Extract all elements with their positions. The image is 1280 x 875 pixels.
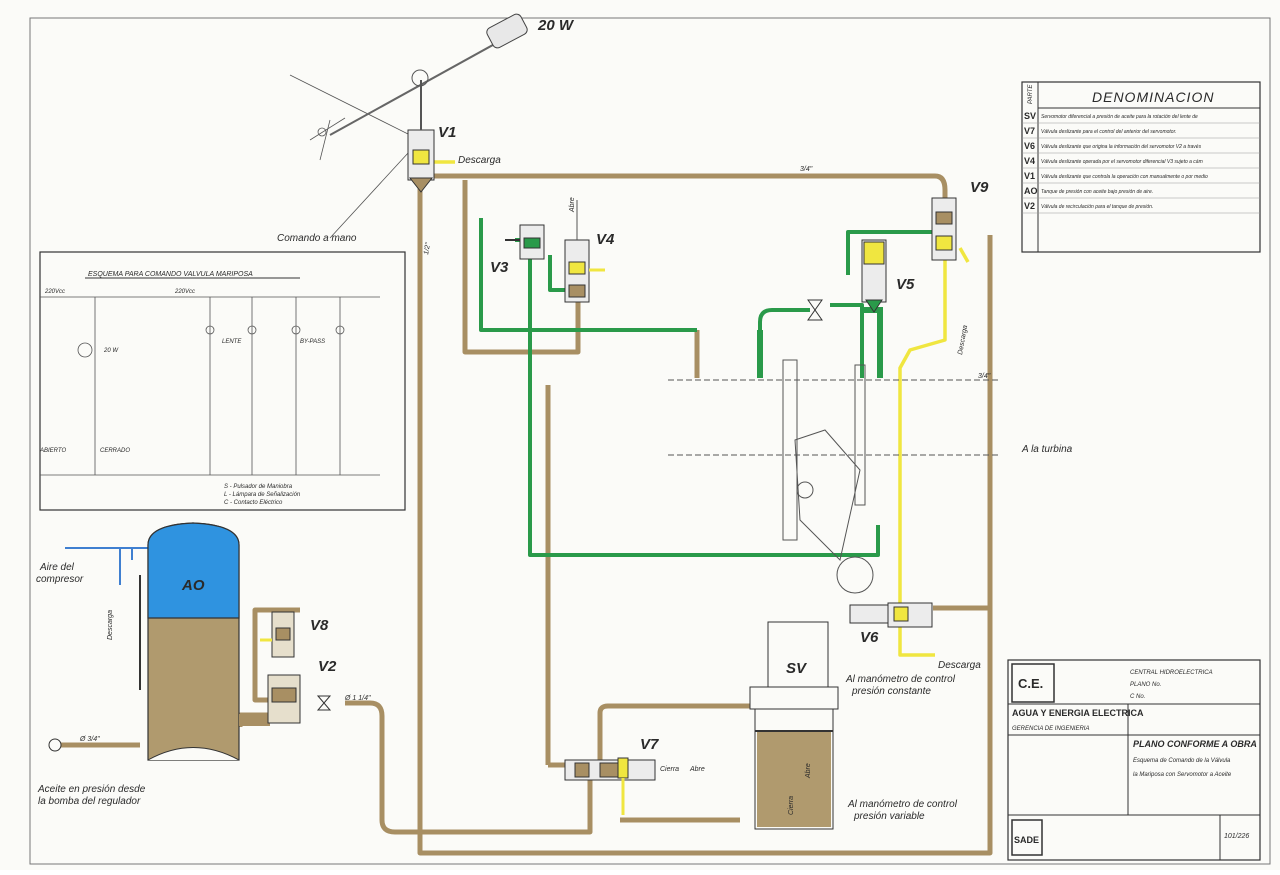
- ao-label: AO: [181, 577, 205, 594]
- manometro-variable-1: Al manómetro de control: [847, 799, 958, 810]
- electrical-box: [39, 251, 406, 511]
- legend-row-text: Válvula deslizante que origina la inform…: [1041, 144, 1202, 150]
- legend-row-code: V4: [1024, 156, 1035, 166]
- voltage-right: 220Vcc: [174, 289, 195, 295]
- manometro-constante-1: Al manómetro de control: [845, 674, 956, 685]
- legend-side-header: PARTE: [1028, 84, 1034, 104]
- valve-v8: [260, 611, 295, 658]
- cerrado-label: CERRADO: [100, 448, 130, 454]
- tb-c-no: C No.: [1130, 694, 1145, 700]
- v4-label: V4: [596, 231, 615, 248]
- ao-descarga-label: Descarga: [107, 610, 114, 640]
- abierto-label: ABIERTO: [39, 448, 66, 454]
- valve-v9: [931, 197, 957, 261]
- legend-row-text: Válvula deslizante operada por el servom…: [1041, 159, 1203, 165]
- valve-v4: [564, 200, 605, 303]
- legend-row-text: Válvula deslizante que controla la opera…: [1041, 174, 1208, 180]
- title-block-logo: C.E.: [1018, 676, 1043, 691]
- motor-small-label: 20 W: [103, 348, 119, 354]
- valve-v6: [849, 602, 933, 628]
- sheet-border: [29, 17, 1271, 865]
- air-line: [65, 547, 150, 585]
- aire-label-1: Aire del: [39, 562, 75, 573]
- legend-row-text: Válvula deslizante para el control del a…: [1041, 129, 1176, 135]
- v7-abre-label: Abre: [689, 766, 705, 773]
- v9-label: V9: [970, 179, 989, 196]
- hand-control-sketch: [289, 74, 421, 239]
- v8-label: V8: [310, 617, 329, 634]
- aire-label-2: compresor: [36, 574, 84, 585]
- elec-legend-2: L - Lámpara de Señalización: [224, 492, 301, 498]
- v1-descarga-label: Descarga: [458, 155, 501, 166]
- butterfly-valve: [668, 359, 1000, 594]
- v2-label: V2: [318, 658, 337, 675]
- v4-abre-label: Abre: [569, 197, 576, 213]
- aceite-label-2: la bomba del regulador: [38, 796, 141, 807]
- tb-drawing-number: 101/226: [1224, 833, 1249, 840]
- pipe-right-label: 3/4": [978, 373, 991, 380]
- legend-title: DENOMINACION: [1092, 89, 1214, 105]
- sv-cierra-label: Cierra: [788, 796, 795, 815]
- lente-label: LENTE: [222, 339, 242, 345]
- tb-company-2: GERENCIA DE INGENIERIA: [1012, 726, 1089, 732]
- title-block: [1007, 659, 1261, 861]
- legend-row-code: SV: [1024, 111, 1036, 121]
- elec-legend-1: S - Pulsador de Maniobra: [224, 484, 293, 490]
- yellow-pipes: [420, 160, 970, 657]
- v6-descarga-label: Descarga: [938, 660, 981, 671]
- tb-plano-no: PLANO No.: [1130, 682, 1161, 688]
- motor-power-label: 20 W: [537, 17, 575, 34]
- valve-v1: [407, 80, 435, 193]
- green-pipe-bold: [757, 307, 883, 378]
- elec-legend-3: C - Contacto Eléctrico: [224, 500, 283, 506]
- legend-row-code: AO: [1024, 186, 1038, 196]
- valve-v7: [564, 757, 656, 815]
- v9-descarga-label: Descarga: [957, 325, 969, 356]
- pipe-v2-label: Ø 1 1/4": [344, 695, 371, 702]
- sv-abre-label: Abre: [805, 763, 812, 779]
- pipe-top-label: 3/4": [800, 166, 813, 173]
- v5-label: V5: [896, 276, 915, 293]
- motor-20w: [329, 13, 528, 136]
- turbina-label: A la turbina: [1021, 444, 1073, 455]
- v1-label: V1: [438, 124, 456, 141]
- manometro-variable-2: presión variable: [853, 811, 925, 822]
- tb-company-1: AGUA Y ENERGIA ELECTRICA: [1012, 708, 1144, 718]
- electrical-title: ESQUEMA PARA COMANDO VALVULA MARIPOSA: [88, 271, 253, 278]
- valve-v5: [807, 239, 887, 321]
- legend-row-code: V6: [1024, 141, 1035, 151]
- ao-tank: [139, 522, 270, 761]
- sv-label: SV: [786, 660, 808, 677]
- legend-row-text: Tanque de presión con aceite bajo presió…: [1041, 189, 1153, 195]
- tb-desc-1: Esquema de Comando de la Válvula: [1133, 758, 1231, 764]
- legend-row-text: Servomotor diferencial a presión de acei…: [1041, 114, 1198, 120]
- legend-row-code: V1: [1024, 171, 1035, 181]
- comando-a-mano-label: Comando a mano: [277, 233, 357, 244]
- title-block-sade: SADE: [1014, 835, 1039, 845]
- aceite-label-1: Aceite en presión desde: [37, 784, 146, 795]
- tb-title: PLANO CONFORME A OBRA: [1133, 739, 1257, 749]
- tb-desc-2: la Mariposa con Servomotor a Aceite: [1133, 772, 1232, 778]
- pipe-inlet-label: Ø 3/4": [79, 736, 100, 743]
- v7-label: V7: [640, 736, 659, 753]
- legend-rows: SV Servomotor diferencial a presión de ac…: [1022, 111, 1260, 214]
- legend-table: [1021, 81, 1261, 253]
- legend-row-code: V2: [1024, 201, 1035, 211]
- voltage-left: 220Vcc: [44, 289, 65, 295]
- tb-central: CENTRAL HIDROELECTRICA: [1130, 670, 1213, 676]
- legend-row-text: Válvula de recirculación para el tanque …: [1041, 204, 1153, 210]
- v6-label: V6: [860, 629, 879, 646]
- servomotor-sv: [749, 621, 839, 830]
- by-pass-label: BY-PASS: [300, 339, 325, 345]
- valve-v3: [505, 224, 545, 260]
- pump-inlet: [48, 738, 62, 752]
- manometro-constante-2: presión constante: [851, 686, 931, 697]
- pipe-left-label: 1/2": [423, 242, 432, 256]
- legend-row-code: V7: [1024, 126, 1035, 136]
- v3-label: V3: [490, 259, 509, 276]
- v7-cierra-label: Cierra: [660, 766, 679, 773]
- valve-v2: [267, 674, 332, 724]
